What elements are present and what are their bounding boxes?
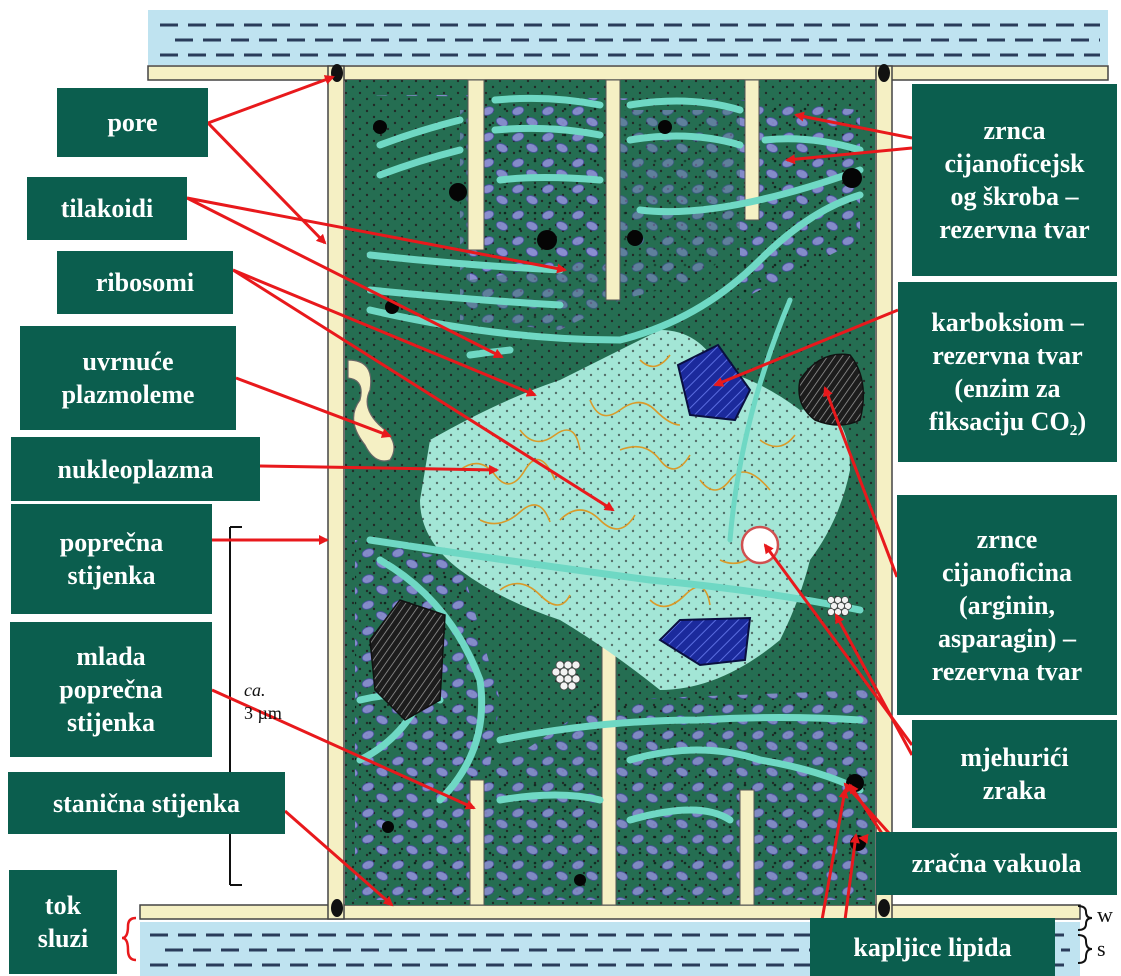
young-cross-wall-bottom-right: [740, 790, 754, 905]
top-mucus-layer: [148, 10, 1108, 65]
w-label: w: [1097, 902, 1113, 928]
mucus-bracket: [1078, 935, 1092, 963]
label-ribosomi: ribosomi: [57, 251, 233, 314]
label-tilakoidi: tilakoidi: [27, 177, 187, 240]
central-cross-wall-top: [606, 80, 620, 300]
left-wall: [328, 66, 344, 919]
bottom-wall: [140, 905, 1080, 919]
young-cross-wall-top-left: [468, 80, 484, 250]
label-pore: pore: [57, 88, 208, 157]
scale-ca-label: ca.: [244, 680, 266, 701]
s-label: s: [1097, 936, 1106, 962]
central-cross-wall-bottom: [602, 620, 616, 905]
label-stanicna-stijenka: stanična stijenka: [8, 772, 285, 834]
label-kapljice-lipida: kapljice lipida: [810, 918, 1055, 976]
mucus-flow-bracket: [122, 918, 136, 960]
label-nukleoplazma: nukleoplazma: [11, 437, 260, 501]
scale-value-label: 3 µm: [244, 703, 282, 724]
top-wall: [148, 66, 1108, 80]
right-wall: [876, 66, 892, 919]
young-cross-wall-bottom-left: [470, 780, 484, 905]
label-zracna-vakuola: zračna vakuola: [876, 832, 1117, 895]
